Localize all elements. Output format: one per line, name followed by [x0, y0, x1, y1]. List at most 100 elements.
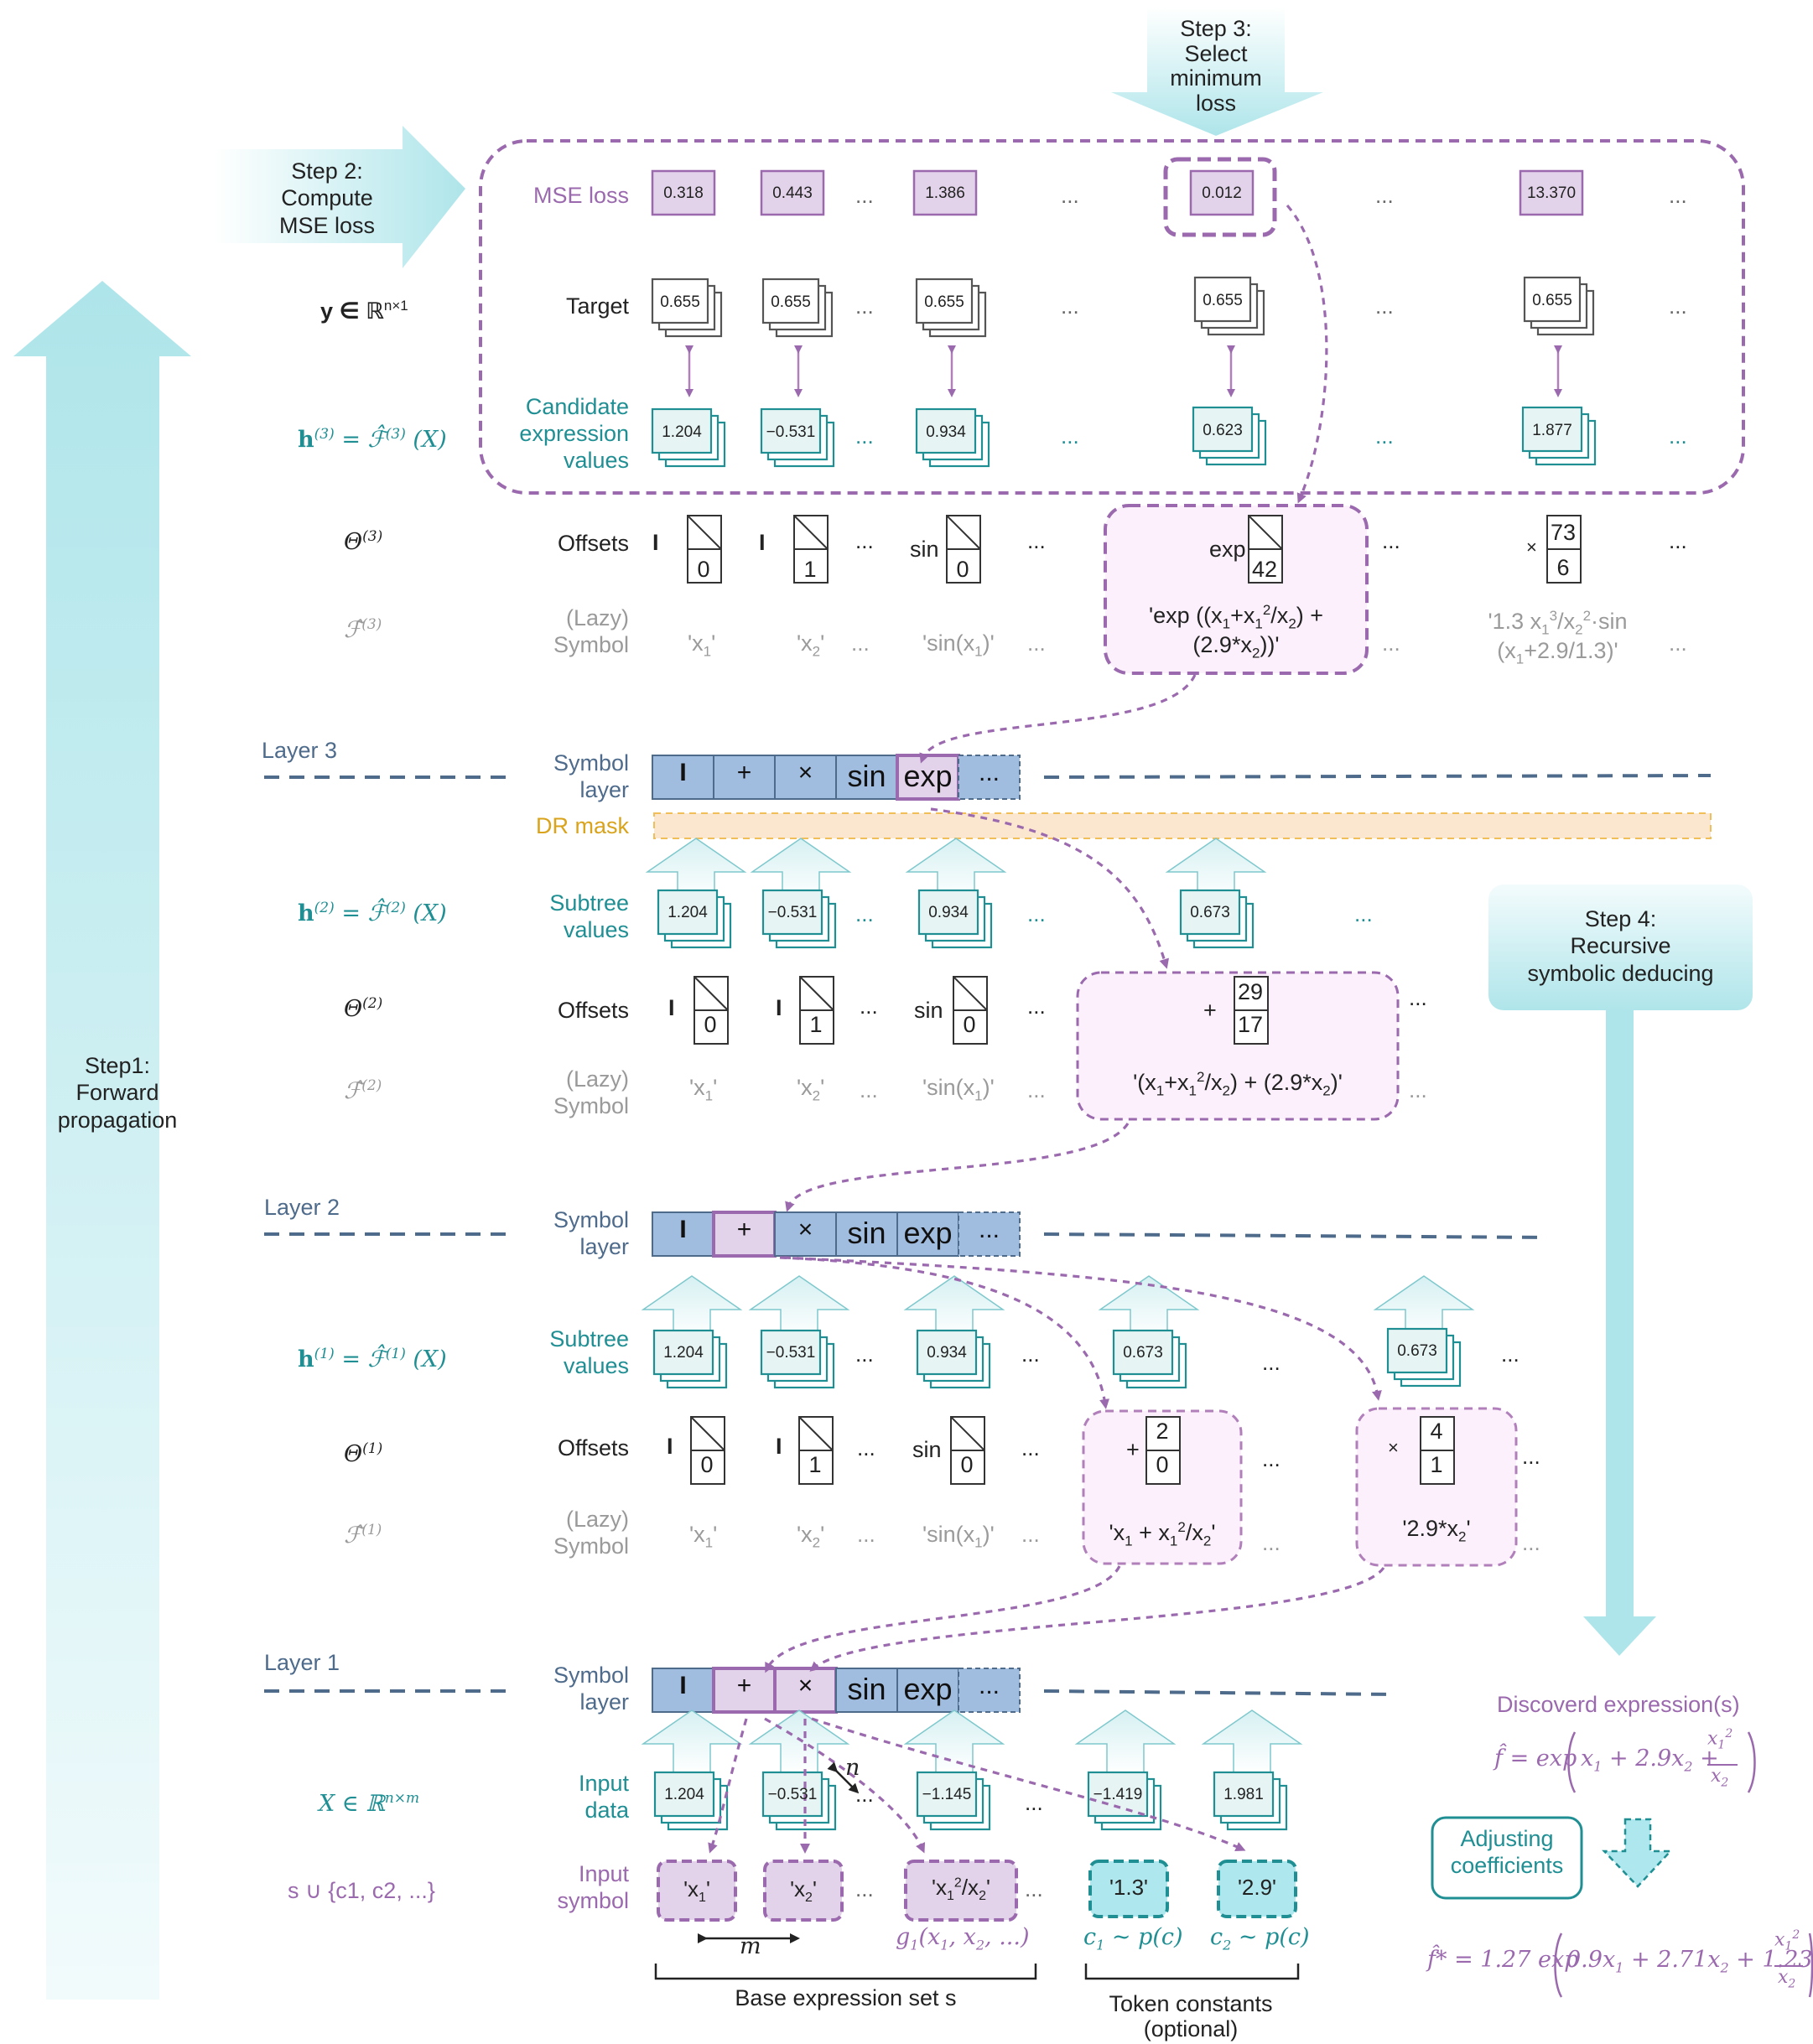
- times-expression-box-l2: [1355, 1407, 1518, 1567]
- candidate-value: 1.877: [1532, 422, 1572, 439]
- offset-op-identity: I: [759, 530, 766, 555]
- target-box: [1193, 276, 1252, 323]
- ellipsis: ...: [1027, 528, 1046, 553]
- target-label: Target: [565, 293, 629, 319]
- offset-bottom: 0: [1156, 1452, 1169, 1477]
- offset-bottom: 17: [1237, 1012, 1264, 1037]
- ellipsis: ...: [1027, 1077, 1046, 1102]
- input-value: 1.981: [1223, 1786, 1264, 1803]
- offset-op-identity: I: [667, 1434, 673, 1459]
- h3-definition: h(3) = ℱ̂(3) (X): [298, 426, 447, 453]
- input-value: 1.204: [664, 1786, 704, 1803]
- ellipsis: ...: [857, 1435, 875, 1460]
- offset-op-identity: I: [668, 995, 675, 1020]
- dr-mask-band: [653, 812, 1712, 839]
- lazy-symbol: 'sin(x1)': [922, 1522, 995, 1551]
- ellipsis: ...: [1382, 528, 1400, 553]
- symbol-cell-label: I: [679, 1672, 687, 1699]
- ellipsis: ...: [860, 993, 878, 1019]
- token-x1: 'x1': [683, 1876, 710, 1906]
- mse-value: 0.318: [663, 184, 704, 202]
- candidate-value: 0.623: [1203, 422, 1243, 439]
- candidate-value: 0.934: [926, 423, 966, 441]
- ellipsis: ...: [1354, 901, 1373, 926]
- base-expression-set: Base expression set s: [735, 1985, 957, 2010]
- offset-bottom: 0: [956, 557, 969, 582]
- ellipsis: ...: [1669, 528, 1687, 553]
- mse-value-min: 0.012: [1202, 184, 1242, 202]
- frac-num: x12: [1707, 1727, 1733, 1752]
- ellipsis: ...: [1061, 423, 1079, 449]
- token-x2: 'x2': [790, 1876, 817, 1906]
- offset-bottom: 42: [1251, 557, 1278, 582]
- step4-box: [1488, 885, 1753, 1010]
- up-arrow: [641, 1709, 743, 1774]
- layer3-symbol-cell: [774, 755, 837, 800]
- ellipsis: ...: [1375, 293, 1394, 319]
- subtree-value: −0.531: [767, 904, 818, 921]
- target-value: 0.655: [1203, 292, 1243, 309]
- discovered-label: Discoverd expression(s): [1497, 1692, 1740, 1717]
- ellipsis: ...: [860, 1077, 878, 1102]
- layer2-symbol-cell: [958, 1211, 1021, 1257]
- subtree-value: 0.673: [1397, 1342, 1437, 1360]
- ellipsis: ...: [1522, 1530, 1540, 1555]
- layer1-symbol-cell: [712, 1667, 777, 1714]
- lazy-symbol: 'x1': [689, 1522, 718, 1551]
- up-arrow: [748, 1709, 850, 1774]
- s-union-constants: s ∪ {c1, c2, ...}: [288, 1878, 435, 1903]
- ellipsis: ...: [1027, 630, 1046, 656]
- symbol-cell-label: ×: [797, 1672, 813, 1699]
- ellipsis: ...: [1262, 1530, 1281, 1555]
- up-arrow: [903, 1275, 1005, 1340]
- up-arrow: [1074, 1709, 1177, 1774]
- ellipsis: ...: [851, 630, 870, 656]
- mse-value: 0.443: [772, 184, 813, 202]
- plus-expression-box-l3: [1076, 971, 1400, 1121]
- ellipsis: ...: [855, 293, 874, 319]
- candidate-box: [1192, 406, 1254, 453]
- offset-op-times: ×: [1388, 1437, 1399, 1458]
- y-definition: y ∈ ℝn×1: [320, 298, 408, 324]
- ellipsis: ...: [857, 1522, 875, 1547]
- offset-bottom: 6: [1556, 555, 1570, 580]
- mse-value: 13.370: [1526, 184, 1577, 202]
- offset-op-sin: sin: [912, 1437, 942, 1462]
- layer2-line-right: [1043, 1232, 1548, 1239]
- ellipsis: ...: [1382, 630, 1400, 656]
- symbol-cell-label: ×: [797, 1216, 813, 1243]
- f2: ℱ̂(2): [344, 1077, 382, 1104]
- mse-box: [912, 169, 978, 216]
- target-value: 0.655: [660, 293, 700, 311]
- layer2-symbol-cell: [712, 1211, 777, 1258]
- ellipsis: ...: [1027, 993, 1046, 1019]
- ellipsis: ...: [1061, 183, 1079, 208]
- subtree-value: 0.673: [1190, 904, 1230, 921]
- subtree-value: 1.204: [668, 904, 708, 921]
- ellipsis: ...: [1375, 423, 1394, 449]
- target-box: [651, 278, 709, 324]
- lazy-symbol-label-2: (Lazy)Symbol: [553, 1066, 629, 1118]
- subtree-box: [760, 1329, 822, 1376]
- ellipsis: ...: [855, 1341, 874, 1367]
- subtree-box: [1179, 889, 1241, 936]
- offset-op-identity: I: [652, 530, 659, 555]
- plus-expression-box-l2: [1082, 1409, 1243, 1565]
- token-const-2: '2.9': [1237, 1875, 1277, 1900]
- mse-loss-label: MSE loss: [532, 183, 629, 208]
- symbol-cell-label: +: [736, 759, 752, 786]
- ellipsis: ...: [855, 423, 874, 449]
- offsets-label-2: Offsets: [557, 998, 629, 1023]
- offset-op-times: ×: [1526, 537, 1537, 558]
- times-expression-l2: '2.9*x2': [1402, 1516, 1471, 1545]
- token-x1sq-over-x2: 'x12/x2': [932, 1875, 990, 1904]
- f1: ℱ̂(1): [344, 1522, 382, 1549]
- ellipsis: ...: [1501, 1341, 1519, 1367]
- ellipsis: ...: [1409, 1077, 1427, 1102]
